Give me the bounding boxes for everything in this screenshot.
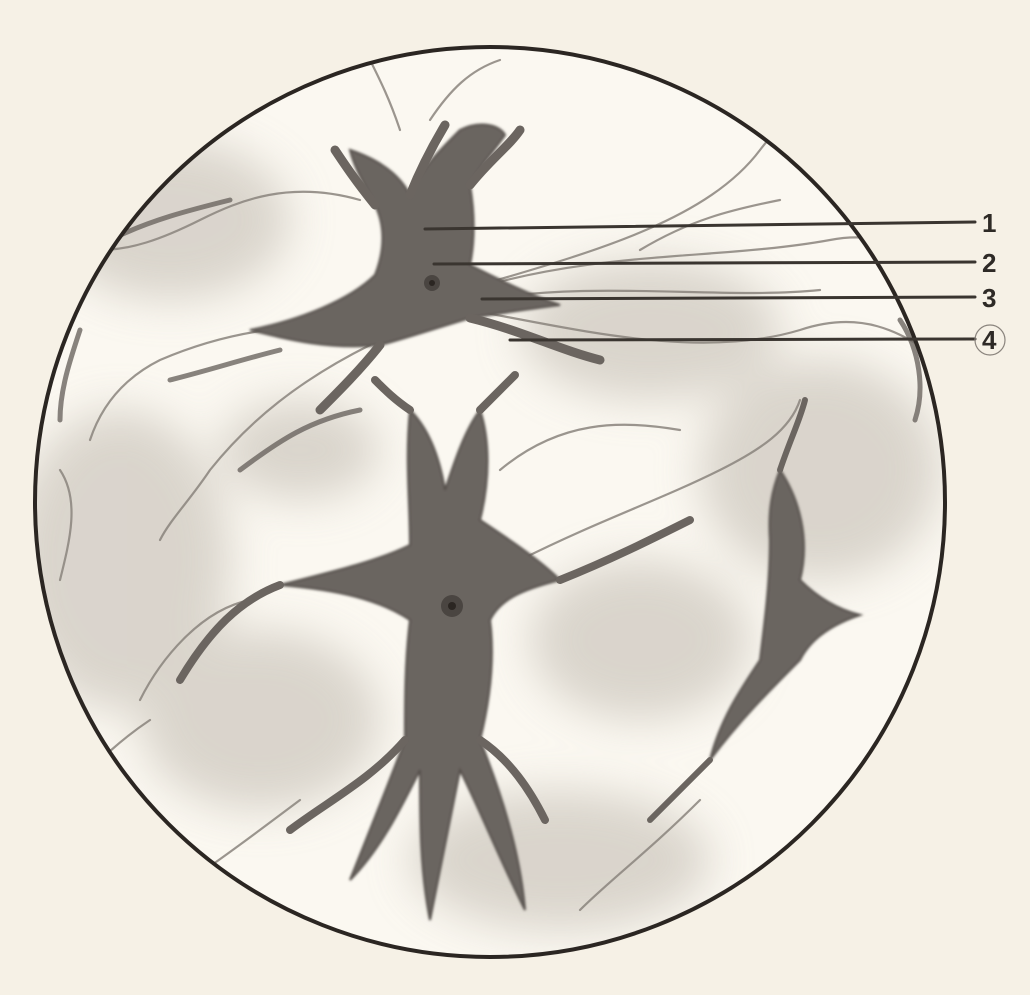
- label-3: 3: [982, 283, 996, 313]
- leader-line-2: [434, 262, 975, 264]
- leader-line-3: [482, 297, 975, 299]
- label-4: 4: [982, 325, 997, 355]
- leader-line-4: [510, 339, 975, 340]
- label-2: 2: [982, 248, 996, 278]
- label-1: 1: [982, 208, 996, 238]
